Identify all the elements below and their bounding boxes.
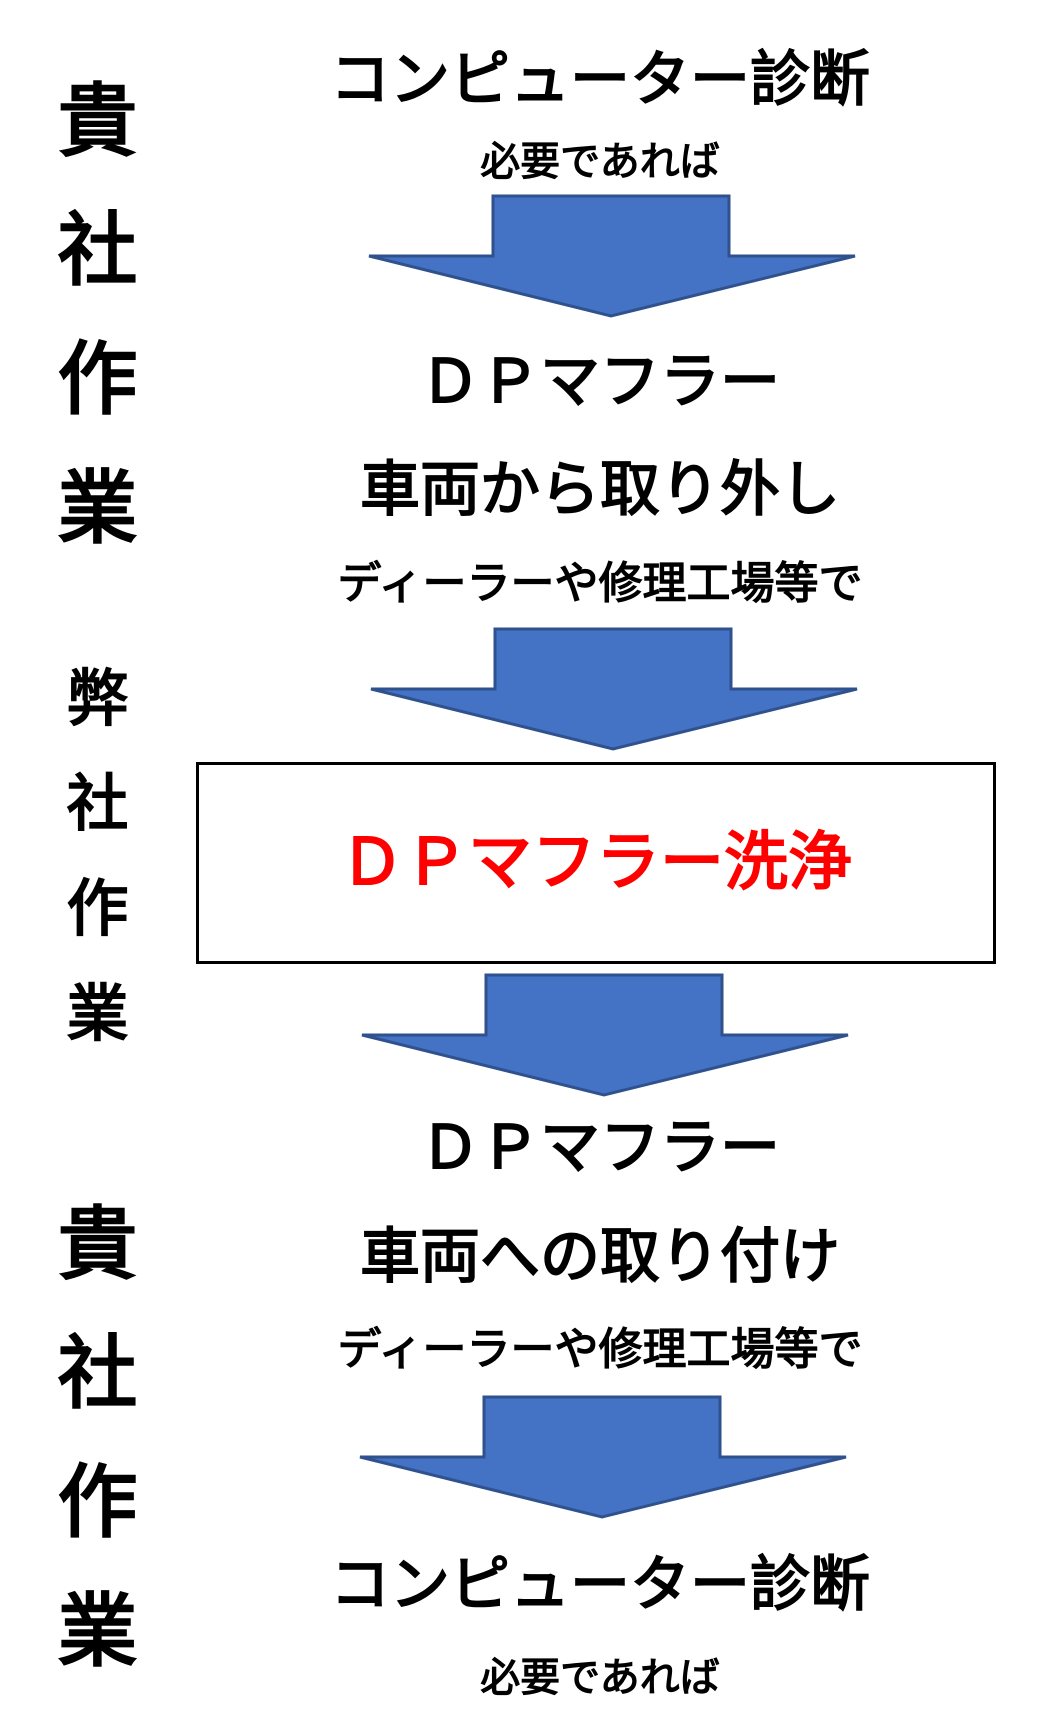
- step-diagnosis-2-title: コンピューター診断: [330, 1550, 870, 1620]
- step-cleaning-box: ＤＰマフラー洗浄: [196, 762, 996, 964]
- step-installation-title-line1: ＤＰマフラー: [420, 1113, 780, 1183]
- side-char: 貴: [57, 1198, 138, 1291]
- side-label-client-top: 貴 社 作 業: [40, 82, 155, 598]
- side-char: 業: [57, 462, 138, 555]
- flow-arrow-down-icon: [368, 194, 856, 318]
- step-cleaning-title: ＤＰマフラー洗浄: [340, 826, 852, 900]
- arrow-shape: [368, 194, 856, 318]
- side-char: 社: [66, 767, 129, 840]
- side-char: 作: [66, 872, 129, 945]
- step-installation-note: ディーラーや修理工場等で: [337, 1324, 863, 1375]
- side-char: 社: [57, 1327, 138, 1420]
- step-diagnosis-1-title: コンピューター診断: [330, 45, 870, 115]
- step-diagnosis-2-note: 必要であれば: [480, 1655, 720, 1701]
- side-char: 貴: [57, 75, 138, 168]
- side-char: 弊: [66, 662, 129, 735]
- flow-arrow-down-icon: [370, 627, 858, 751]
- arrow-shape: [370, 627, 858, 751]
- step-installation-title-line2: 車両への取り付け: [360, 1222, 840, 1292]
- arrow-shape: [359, 1395, 847, 1519]
- side-char: 社: [57, 204, 138, 297]
- side-label-our-company: 弊 社 作 業: [40, 668, 155, 1088]
- step-removal-title-line1: ＤＰマフラー: [420, 347, 780, 417]
- step-removal-title-line2: 車両から取り外し: [360, 455, 840, 525]
- side-label-client-bottom: 貴 社 作 業: [40, 1205, 155, 1721]
- flow-arrow-down-icon: [361, 973, 849, 1097]
- arrow-shape: [361, 973, 849, 1097]
- side-char: 作: [57, 333, 138, 426]
- flow-arrow-down-icon: [359, 1395, 847, 1519]
- side-char: 作: [57, 1456, 138, 1549]
- side-char: 業: [57, 1585, 138, 1678]
- step-diagnosis-1-note: 必要であれば: [480, 139, 720, 185]
- side-char: 業: [66, 977, 129, 1050]
- step-removal-note: ディーラーや修理工場等で: [337, 558, 863, 609]
